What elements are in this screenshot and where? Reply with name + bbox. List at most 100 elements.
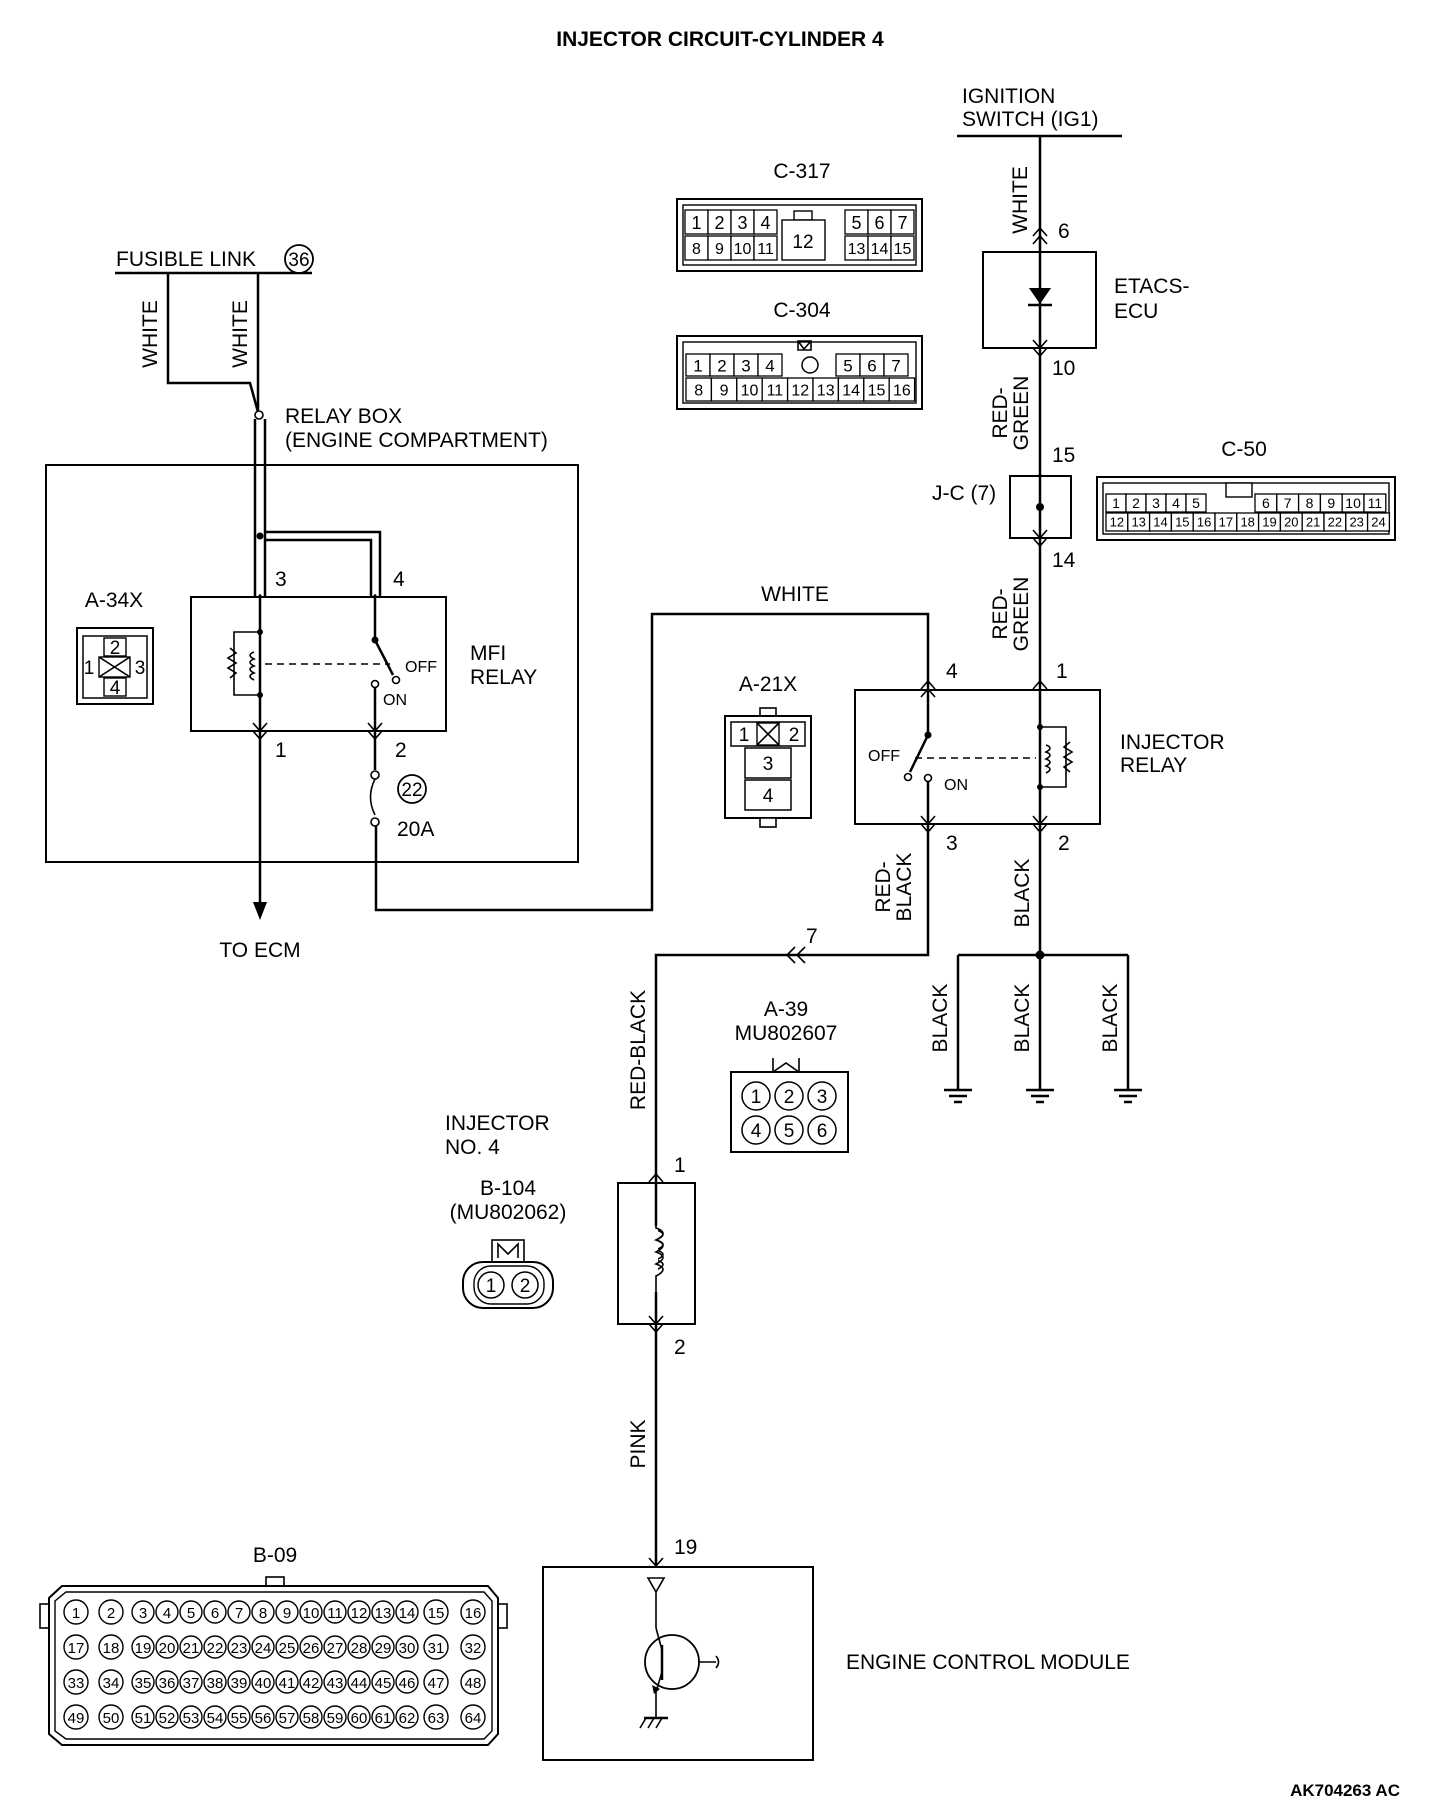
a39-pin-1: 1 bbox=[751, 1087, 762, 1108]
pin-ecm-19: 19 bbox=[674, 1536, 697, 1559]
a21x-pin-3: 3 bbox=[763, 754, 774, 775]
b09-pin-38: 38 bbox=[207, 1675, 224, 1692]
b104-pin-1: 1 bbox=[486, 1276, 497, 1297]
c50-pin-11: 11 bbox=[1368, 495, 1383, 511]
b09-pin-35: 35 bbox=[135, 1675, 152, 1692]
wire-white-fuse-to-inj-relay bbox=[374, 612, 930, 912]
pin-mfi-2: 2 bbox=[395, 739, 407, 762]
c304-pin-8: 8 bbox=[694, 383, 703, 400]
pin-etacs-10: 10 bbox=[1052, 357, 1075, 380]
b09-pin-53: 53 bbox=[183, 1710, 200, 1727]
a34x-pin-1: 1 bbox=[84, 658, 95, 679]
wire-color-black-1: BLACK bbox=[1011, 859, 1034, 928]
wire-color-pink: PINK bbox=[627, 1419, 650, 1468]
c304-pin-13: 13 bbox=[817, 383, 835, 400]
wire-color-red-2: RED- bbox=[989, 588, 1012, 639]
b09-pin-43: 43 bbox=[327, 1675, 344, 1692]
pin-mfi-4: 4 bbox=[393, 568, 405, 591]
c50-pin-6: 6 bbox=[1262, 495, 1270, 511]
c304-pin-9: 9 bbox=[720, 383, 729, 400]
c50-pin-5: 5 bbox=[1192, 495, 1200, 511]
c317-pin-6: 6 bbox=[874, 213, 884, 233]
c50-pin-8: 8 bbox=[1306, 495, 1314, 511]
c304-pin-12: 12 bbox=[791, 383, 809, 400]
b09-pin-41: 41 bbox=[279, 1675, 296, 1692]
c317-pin-8: 8 bbox=[692, 241, 701, 258]
a34x-pin-2: 2 bbox=[110, 638, 121, 659]
pin-mfi-1: 1 bbox=[275, 739, 287, 762]
wire-color-black-2: BLACK bbox=[929, 984, 952, 1053]
b09-pin-7: 7 bbox=[235, 1605, 243, 1622]
b09-pin-42: 42 bbox=[303, 1675, 320, 1692]
b09-pin-20: 20 bbox=[159, 1640, 176, 1657]
a39-pin-2: 2 bbox=[784, 1087, 795, 1108]
c50-pin-1: 1 bbox=[1112, 495, 1120, 511]
b09-pin-16: 16 bbox=[465, 1605, 482, 1622]
wire-color-black-part: BLACK bbox=[893, 853, 916, 922]
c317-name: C-317 bbox=[773, 160, 830, 183]
joint-connector-jc7: J-C (7) bbox=[932, 475, 1072, 539]
wire-color-red-black: RED-BLACK bbox=[627, 990, 650, 1110]
b09-pin-33: 33 bbox=[68, 1675, 85, 1692]
etacs-label-1: ETACS- bbox=[1114, 275, 1189, 298]
inj-relay-on-label: ON bbox=[944, 777, 968, 794]
b09-pin-22: 22 bbox=[207, 1640, 224, 1657]
injector-relay: OFF ON INJECTOR RELAY bbox=[854, 689, 1225, 825]
c50-pin-14: 14 bbox=[1153, 515, 1167, 530]
b09-pin-11: 11 bbox=[327, 1605, 343, 1622]
relay-box-outline bbox=[45, 464, 579, 863]
a21x-pin-4: 4 bbox=[763, 786, 774, 807]
figure-id: AK704263 AC bbox=[1290, 1781, 1400, 1800]
pin-etacs-6: 6 bbox=[1058, 220, 1070, 243]
c317-pin-2: 2 bbox=[714, 213, 724, 233]
b09-pin-17: 17 bbox=[68, 1640, 85, 1657]
c50-pin-2: 2 bbox=[1132, 495, 1140, 511]
wire-color-white-top: WHITE bbox=[761, 583, 829, 606]
b09-pin-30: 30 bbox=[399, 1640, 416, 1657]
wire-color-black-4: BLACK bbox=[1099, 984, 1122, 1053]
b09-pin-55: 55 bbox=[231, 1710, 248, 1727]
a39-name-2: MU802607 bbox=[735, 1022, 838, 1045]
c50-pin-7: 7 bbox=[1284, 495, 1292, 511]
b09-pin-62: 62 bbox=[399, 1710, 416, 1727]
b104-name-2: (MU802062) bbox=[450, 1201, 567, 1224]
wire-color-red-1: RED- bbox=[989, 387, 1012, 438]
b09-pin-9: 9 bbox=[283, 1605, 291, 1622]
c317-pin-1: 1 bbox=[691, 213, 701, 233]
ground-symbol-2 bbox=[1026, 1088, 1054, 1104]
wire-color-white-3: WHITE bbox=[229, 300, 252, 368]
c304-pin-15: 15 bbox=[868, 383, 886, 400]
b09-pin-12: 12 bbox=[351, 1605, 368, 1622]
c50-pin-4: 4 bbox=[1172, 495, 1180, 511]
c317-pin-12: 12 bbox=[792, 232, 813, 253]
b09-name: B-09 bbox=[253, 1544, 297, 1567]
b09-pin-18: 18 bbox=[103, 1640, 120, 1657]
mfi-relay-label-1: MFI bbox=[470, 642, 506, 665]
a39-name-1: A-39 bbox=[764, 998, 808, 1021]
a39-pin-4: 4 bbox=[751, 1121, 762, 1142]
c317-pin-5: 5 bbox=[851, 213, 861, 233]
b09-pin-24: 24 bbox=[255, 1640, 272, 1657]
c304-pin-16: 16 bbox=[893, 383, 911, 400]
b09-pin-61: 61 bbox=[375, 1710, 392, 1727]
connector-a34x: A-34X 1 2 3 4 bbox=[76, 589, 154, 705]
c317-pin-4: 4 bbox=[760, 213, 770, 233]
c317-pin-9: 9 bbox=[715, 241, 724, 258]
b09-pin-3: 3 bbox=[139, 1605, 147, 1622]
c317-pin-10: 10 bbox=[734, 241, 752, 258]
c304-pin-5: 5 bbox=[843, 357, 852, 376]
c50-pin-12: 12 bbox=[1110, 515, 1124, 530]
relay-box-label-2: (ENGINE COMPARTMENT) bbox=[285, 429, 548, 452]
c50-name: C-50 bbox=[1221, 438, 1267, 461]
ignition-switch-label-2: SWITCH (IG1) bbox=[962, 108, 1099, 131]
c50-pin-17: 17 bbox=[1219, 515, 1233, 530]
c50-pin-13: 13 bbox=[1131, 515, 1145, 530]
b09-pin-54: 54 bbox=[207, 1710, 224, 1727]
c317-pin-11: 11 bbox=[757, 241, 774, 258]
pin-injector-1: 1 bbox=[674, 1154, 686, 1177]
connector-a21x: A-21X 1 2 3 4 bbox=[724, 673, 812, 828]
fusible-link-label: FUSIBLE LINK bbox=[116, 248, 256, 271]
c50-pin-19: 19 bbox=[1262, 515, 1276, 530]
b09-pin-36: 36 bbox=[159, 1675, 176, 1692]
